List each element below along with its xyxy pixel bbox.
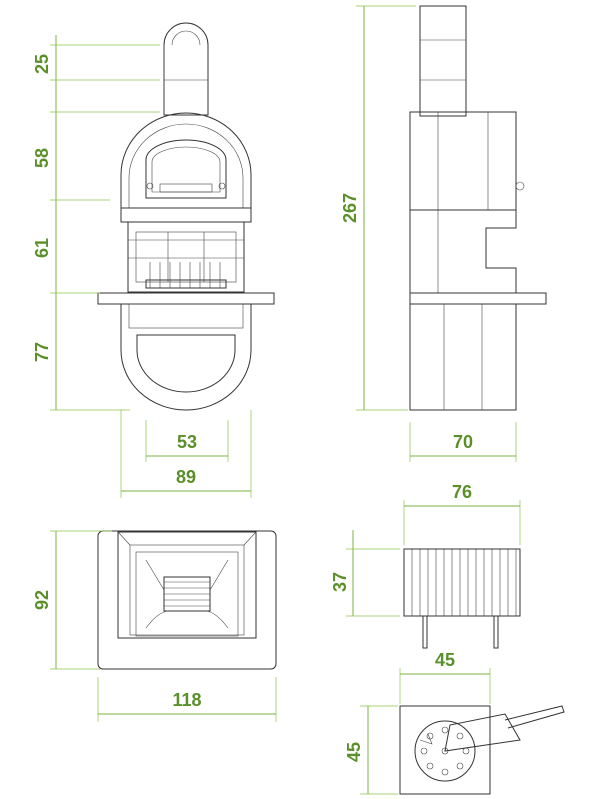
- front-chimney-dimension: 25: [32, 54, 52, 74]
- spit-width-dimension: 76: [452, 482, 472, 502]
- rotisserie-width-dimension: 45: [435, 650, 455, 670]
- front-view: [97, 22, 275, 411]
- side-view: [409, 5, 547, 411]
- spit-dimensions: 76 37: [330, 482, 521, 617]
- top-dimensions: 92 118: [32, 530, 277, 722]
- rotisserie-dimensions: 45 45: [344, 650, 491, 795]
- front-grill-dimension: 61: [32, 238, 52, 258]
- rotisserie-view: [399, 705, 565, 795]
- spit-view: [403, 548, 521, 649]
- front-width-dimension: 89: [176, 467, 196, 487]
- side-height-dimension: 267: [340, 193, 360, 223]
- rotisserie-height-dimension: 45: [344, 742, 364, 762]
- front-base-dimension: 77: [32, 342, 52, 362]
- front-inner-width-dimension: 53: [177, 432, 197, 452]
- side-depth-dimension: 70: [453, 432, 473, 452]
- top-width-dimension: 118: [172, 690, 201, 710]
- spit-height-dimension: 37: [330, 572, 350, 592]
- side-dimensions: 267 70: [340, 5, 517, 462]
- front-oven-dimension: 58: [32, 148, 52, 168]
- front-dimensions: 25 58 61 77 53 89: [32, 35, 252, 498]
- top-depth-dimension: 92: [32, 590, 52, 610]
- top-view: [97, 530, 277, 670]
